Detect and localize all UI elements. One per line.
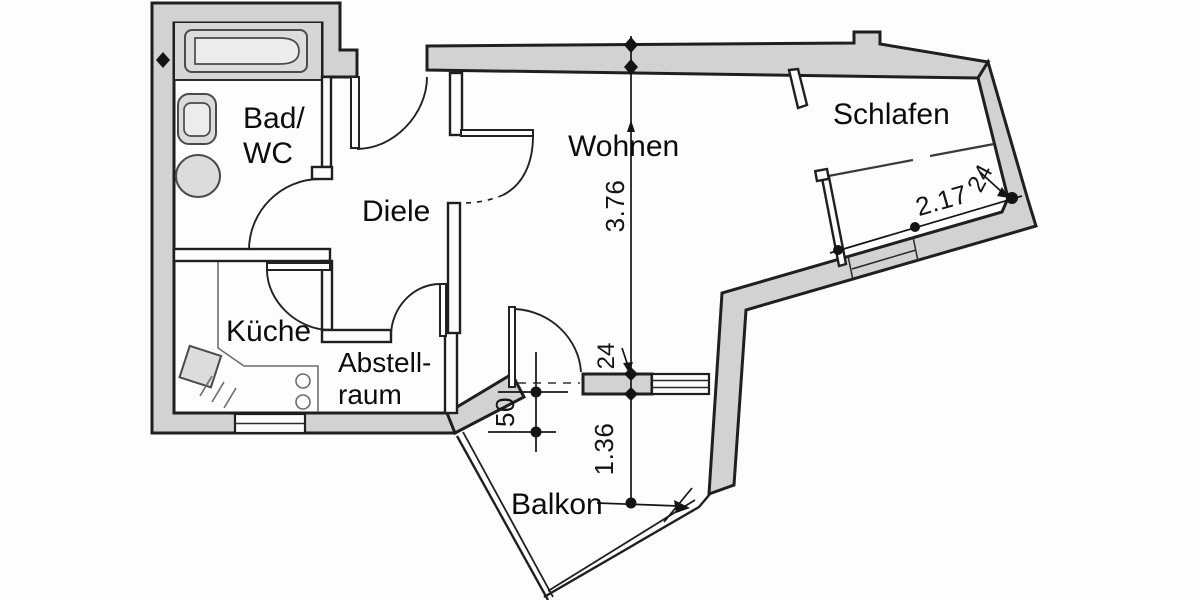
wall-abstell-right [443, 328, 459, 415]
doors [248, 76, 582, 388]
balcony-outline [455, 431, 711, 600]
dim-diamond-left-wall [156, 52, 170, 68]
dim-schlafen-wall-length: 2.17 [912, 179, 971, 222]
dim-wohnen-depth: 3.76 [600, 180, 630, 233]
dim-balkon-wall-thickness: 24 [593, 343, 620, 370]
bedroom-furniture [813, 142, 995, 268]
interior-walls [172, 67, 809, 415]
room-label-diele: Diele [362, 195, 430, 228]
dimension-marks: 3.76 24 1.36 50 2.17 24 [156, 36, 1023, 523]
kitchen-counter [217, 262, 319, 412]
room-label-schlafen: Schlafen [833, 98, 950, 131]
dim-balkon-depth: 1.36 [589, 423, 619, 476]
room-label-kueche: Küche [226, 315, 311, 348]
bathtub [184, 29, 308, 73]
wall-abstell-top [320, 328, 393, 344]
washbasin [177, 93, 217, 145]
kitchen-fixtures [178, 262, 319, 412]
wall-kueche-right [320, 259, 334, 332]
wall-diele-partition-lower [446, 201, 462, 335]
room-label-balkon: Balkon [511, 488, 603, 521]
room-label-bad-wc-line2: WC [243, 137, 293, 170]
kitchen-sink [178, 344, 223, 389]
wohnen-window [650, 372, 711, 396]
wall-bad-kueche [172, 247, 332, 263]
schlafen-window [847, 236, 919, 281]
wall-schlafen-stub [787, 67, 809, 110]
balcony-edge-left-inner [462, 431, 554, 598]
room-labels: Bad/ WC Diele Küche Abstell- raum Wohnen… [226, 98, 950, 521]
kueche-door [266, 262, 331, 331]
wardrobe-end-block [813, 167, 831, 183]
bad-wc-door [248, 178, 321, 251]
wall-balcony-mid [581, 372, 654, 396]
balcony-edge-left-outer [455, 435, 550, 600]
kitchen-window [233, 412, 307, 435]
wall-diele-partition-upper [448, 71, 464, 137]
wall-bad-door-stub [310, 165, 334, 181]
kitchen-hatching [199, 375, 237, 409]
room-label-wohnen: Wohnen [568, 130, 679, 163]
abstellraum-door [390, 283, 447, 337]
toilet [175, 154, 221, 198]
bathroom-fixtures [175, 29, 308, 198]
room-label-abstellraum-line1: Abstell- [338, 347, 431, 378]
windows [233, 236, 919, 435]
wall-top [425, 30, 991, 80]
balkon-door [508, 306, 582, 388]
dim-chain-vertical: 3.76 24 1.36 [589, 36, 693, 523]
entry-door [350, 76, 428, 150]
dim-balkon-step-label: 50 [490, 397, 520, 427]
room-label-bad-wc-line1: Bad/ [243, 102, 305, 135]
dim-balkon-step: 50 [488, 352, 568, 452]
wall-bad-right-thin [320, 75, 333, 169]
room-label-abstellraum-line2: raum [338, 379, 402, 410]
balcony-edge-bottom-outer [543, 493, 711, 599]
wohnen-door [460, 129, 534, 204]
wall-balcony-connector [445, 371, 527, 436]
dim-schlafen-wall-thickness: 24 [962, 160, 998, 196]
stove-burners [295, 373, 311, 410]
wardrobe-front-right [929, 142, 995, 158]
wardrobe-front-left [822, 158, 914, 179]
